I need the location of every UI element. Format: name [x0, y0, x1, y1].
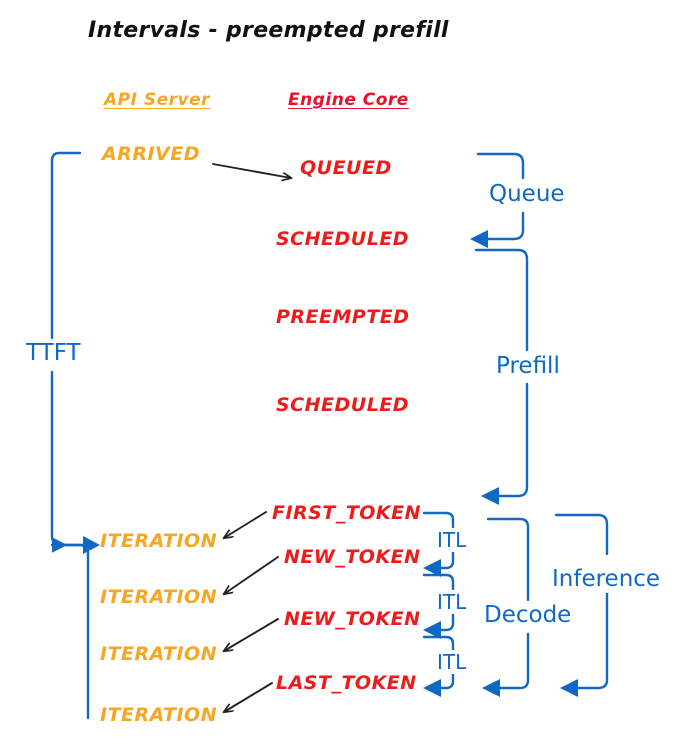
- page-title: Intervals - preempted prefill: [88, 18, 449, 43]
- event-arrived: ARRIVED: [102, 143, 200, 165]
- event-iteration-3: ITERATION: [100, 643, 218, 665]
- interval-label-decode: Decode: [480, 601, 576, 629]
- event-new-token-1: NEW_TOKEN: [284, 546, 421, 568]
- interval-bracket-itl-2: [422, 573, 455, 639]
- interval-label-prefill: Prefill: [492, 352, 564, 380]
- interval-label-itl-1: ITL: [434, 528, 470, 552]
- interval-bracket-inference: [554, 513, 609, 697]
- transition-new-token-2-to-iteration-3: [224, 618, 279, 651]
- interval-bracket-itl-3: [422, 635, 455, 697]
- transition-arrived-to-queued: [212, 163, 291, 178]
- interval-bracket-prefill: [474, 248, 529, 505]
- event-scheduled-2: SCHEDULED: [276, 394, 410, 416]
- transition-new-token-1-to-iteration-2: [224, 556, 279, 594]
- transition-first-token-to-iteration-1: [224, 511, 267, 538]
- column-header-engine-core: Engine Core: [288, 90, 409, 110]
- column-header-api-server: API Server: [104, 90, 211, 110]
- event-queued: QUEUED: [300, 157, 392, 179]
- event-iteration-2: ITERATION: [100, 586, 218, 608]
- interval-label-queue: Queue: [485, 180, 569, 208]
- event-iteration-1: ITERATION: [100, 530, 218, 552]
- interval-bracket-itl-1: [422, 511, 455, 577]
- interval-label-itl-3: ITL: [434, 650, 470, 674]
- event-first-token: FIRST_TOKEN: [272, 502, 422, 524]
- interval-label-itl-2: ITL: [434, 590, 470, 614]
- interval-bracket-decode: [482, 517, 530, 697]
- transition-last-token-to-iteration-4: [224, 682, 273, 712]
- interval-bracket-ttft: [50, 151, 100, 720]
- event-new-token-2: NEW_TOKEN: [284, 608, 421, 630]
- interval-bracket-queue: [470, 152, 525, 248]
- event-iteration-4: ITERATION: [100, 704, 218, 726]
- event-scheduled-1: SCHEDULED: [276, 228, 410, 250]
- event-preempted: PREEMPTED: [276, 306, 410, 328]
- interval-label-inference: Inference: [548, 565, 665, 593]
- event-last-token: LAST_TOKEN: [276, 672, 417, 694]
- interval-label-ttft: TTFT: [22, 339, 85, 367]
